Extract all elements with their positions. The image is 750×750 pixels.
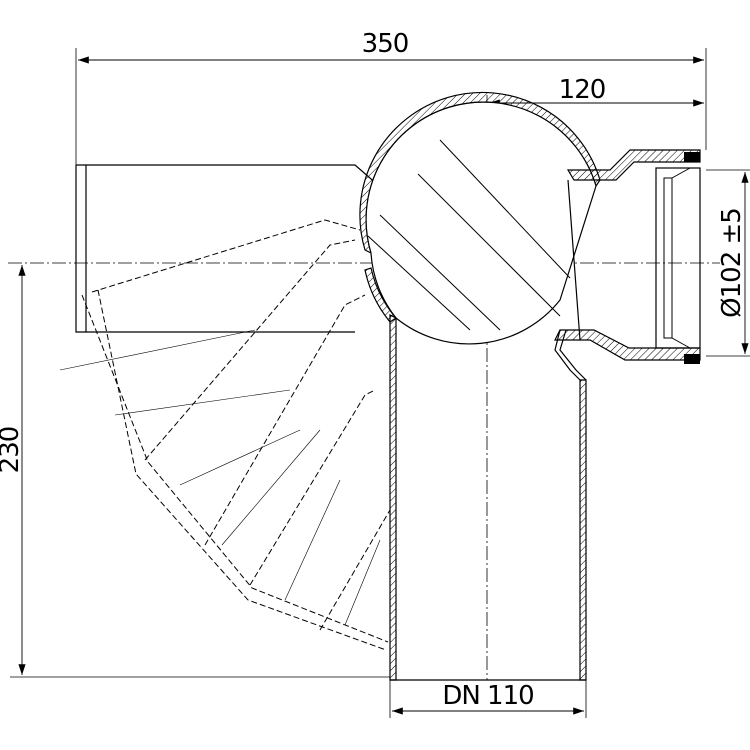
dimension-lines (18, 56, 749, 715)
dim-dn-label: DN 110 (442, 681, 533, 711)
inlet-pipe-behind (75, 164, 405, 333)
dim-230-label: 230 (0, 427, 25, 474)
vertical-pipe (389, 314, 587, 681)
swivel-ref-lines (59, 329, 381, 626)
dim-350-label: 350 (362, 29, 409, 59)
outlet-connector (554, 149, 701, 364)
swivel-positions (81, 219, 391, 651)
spherical-joint (359, 91, 601, 345)
dim-diameter-label: Ø102 ±5 (717, 208, 747, 318)
dim-120-label: 120 (559, 75, 606, 105)
